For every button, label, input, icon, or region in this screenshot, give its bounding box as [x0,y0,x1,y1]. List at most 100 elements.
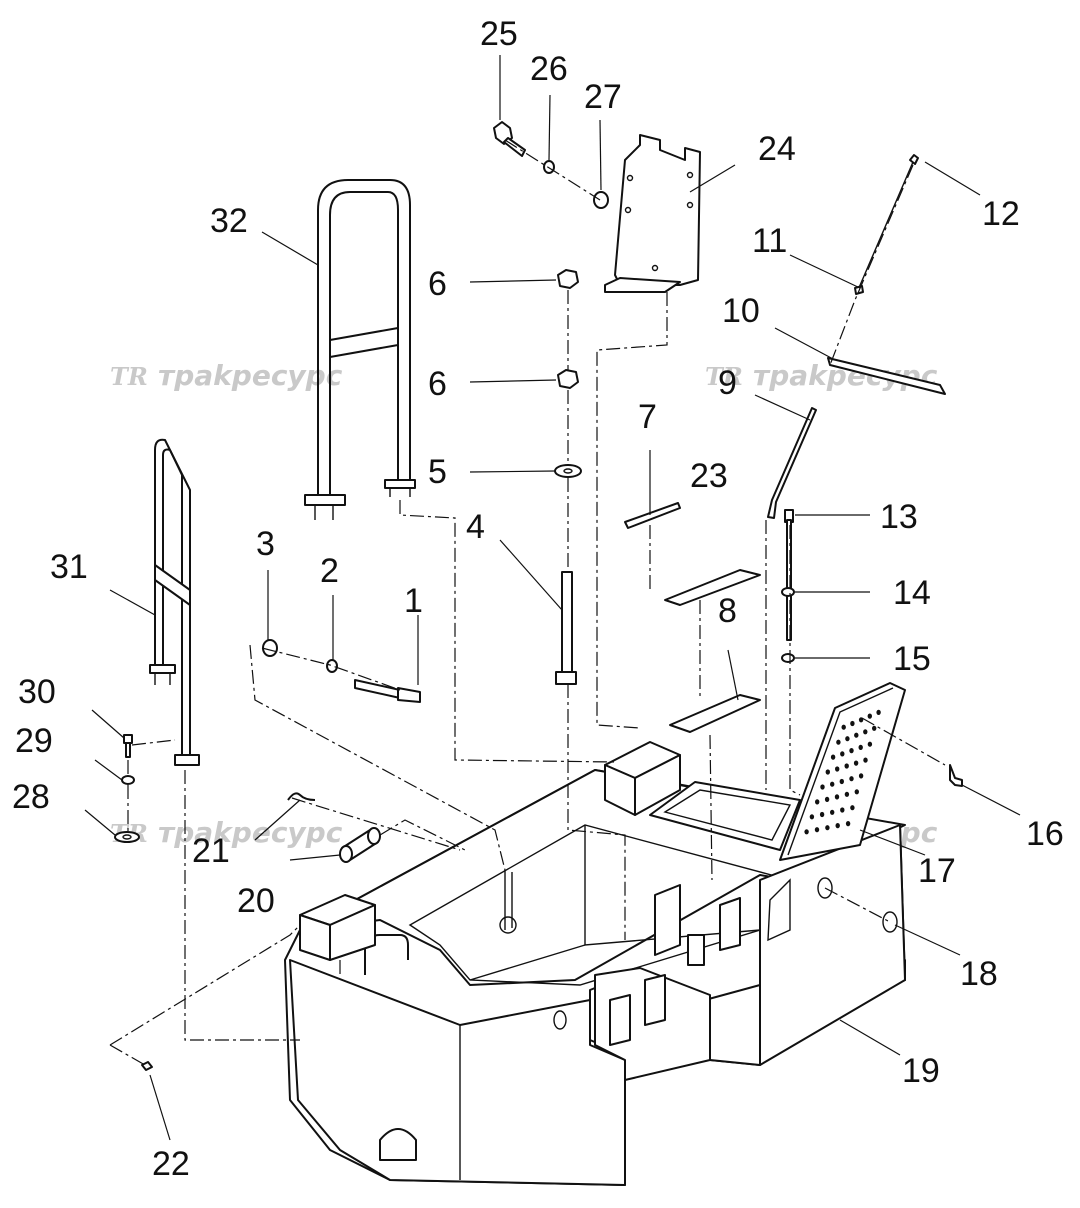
callout-27: 27 [584,78,622,116]
callout-31: 31 [50,548,88,586]
watermark-logo: TR [110,362,148,391]
part-32-handrail [304,179,416,520]
perforation-hole [844,791,850,797]
callout-20: 20 [237,882,275,920]
part-30-bolt [123,734,133,758]
perforation-hole [849,776,854,782]
perforation-hole [854,789,859,795]
body-center-box [604,741,681,816]
body-hole-3 [553,1010,567,1030]
part-8-plate [669,694,761,733]
callout-4: 4 [466,508,485,546]
perforation-hole [840,751,845,757]
callout-19: 19 [902,1052,940,1090]
perforation-hole [840,807,845,813]
perforation-hole [804,829,809,835]
part-22-nut [141,1061,153,1071]
callout-17: 17 [918,852,956,890]
watermark-text: трakресурс [158,359,343,392]
callout-8: 8 [718,592,737,630]
callout-9: 9 [718,364,737,402]
part-5-washer [554,464,582,478]
callout-labels: 1 2 3 4 5 6 6 7 8 9 10 11 12 13 14 15 16… [12,15,1064,1183]
part-23-plate [664,569,761,606]
callout-32: 32 [210,202,248,240]
perforation-hole [853,760,859,766]
callout-22: 22 [152,1145,190,1183]
part-27-washer [593,191,609,209]
part-1-bolt [354,679,421,703]
part-26-washer [543,160,555,174]
perforation-hole [867,713,872,719]
part-31-handrail [149,438,200,766]
perforation-hole [830,754,836,760]
watermark-1: TR трakресурс [110,359,343,392]
perforation-hole [830,809,835,815]
callout-7: 7 [638,398,657,436]
callout-26: 26 [530,50,568,88]
part-6-nut-upper [557,269,579,289]
callout-28: 28 [12,778,50,816]
callout-10: 10 [722,292,760,330]
part-4-bolt [555,571,577,685]
watermark-3: TR трakресурс [110,816,343,849]
perforation-hole [845,821,851,827]
callout-29: 29 [15,722,53,760]
perforation-hole [830,781,835,787]
perforation-hole [850,720,855,727]
part-10-plate [827,357,946,395]
callout-14: 14 [893,574,931,612]
callout-2: 2 [320,552,339,590]
perforation-hole [845,736,850,742]
part-2-washer [326,659,338,673]
perforation-hole [820,784,825,790]
part-17-perforated-plate [779,682,906,861]
part-7-strip [624,502,681,529]
part-25-bolt [493,121,526,157]
callout-16: 16 [1026,815,1064,853]
perforation-hole [863,729,868,735]
part-20-sleeve [339,827,381,863]
perforation-hole [867,741,873,747]
callout-18: 18 [960,955,998,993]
watermark-logo: TR [705,362,743,391]
body-hole-2 [882,911,898,933]
plate-perforations [804,709,881,835]
assembly-lines [109,139,946,1066]
callout-13: 13 [880,498,918,536]
callout-30: 30 [18,673,56,711]
callout-3: 3 [256,525,275,563]
perforation-hole [825,825,830,831]
part-24-bracket-plate [604,134,701,293]
perforation-hole [863,757,868,763]
perforation-hole [839,778,844,785]
perforation-hole [850,805,855,811]
watermark-text: трakресурс [158,816,343,849]
perforation-hole [834,794,840,800]
perforation-hole [844,763,849,769]
perforation-hole [814,827,820,833]
part-21-cotter-pin [287,792,316,801]
part-12-cap [909,154,919,165]
body-arch-opening [379,1128,417,1161]
body-left-box [299,894,376,961]
callout-1: 1 [404,582,423,620]
part-9-rod [767,407,817,519]
part-14-washer [781,587,795,597]
part-3-washer [262,639,278,657]
perforation-hole [815,799,820,805]
callout-25: 25 [480,15,518,53]
perforation-hole [858,744,863,751]
callout-15: 15 [893,640,931,678]
perforation-hole [872,725,877,731]
body-hole-1 [817,877,833,899]
perforation-hole [835,766,840,772]
callout-12: 12 [982,195,1020,233]
part-13-pin [784,509,794,641]
perforation-hole [819,811,825,818]
perforation-hole [841,724,846,730]
callout-24: 24 [758,130,796,168]
perforation-hole [854,732,859,738]
perforation-hole [825,769,830,775]
